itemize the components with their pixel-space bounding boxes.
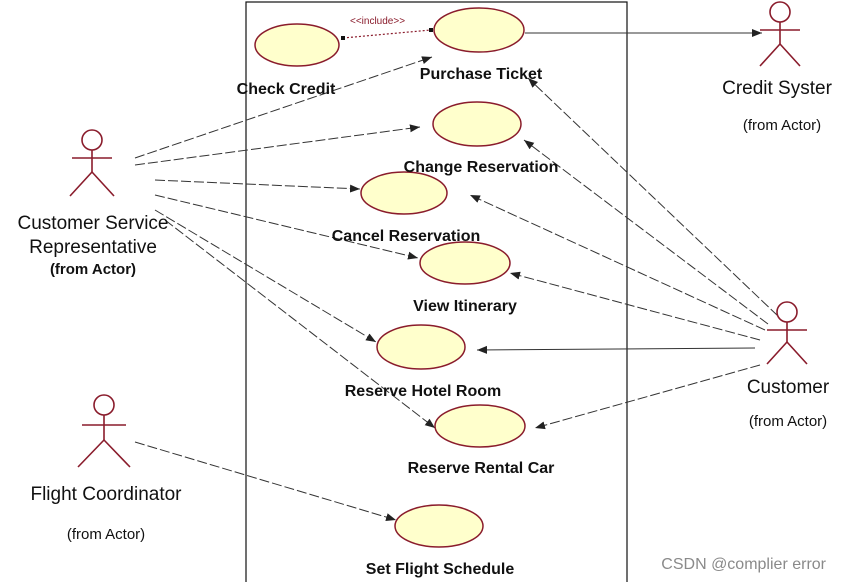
actor-label-credit-system: Credit Syster — [722, 78, 832, 99]
watermark: CSDN @complier error — [661, 556, 826, 573]
actor-label-customer: Customer — [747, 377, 830, 398]
label-set-flight-schedule: Set Flight Schedule — [366, 561, 515, 578]
label-view-itinerary: View Itinerary — [413, 298, 517, 315]
actor-head — [776, 301, 798, 323]
actor-label-csr-line2: Representative — [29, 237, 157, 258]
assoc-fc-set-flight-schedule — [134, 441, 397, 521]
assoc-csr-reserve-car — [164, 219, 436, 429]
actor-label-csr-line1: Customer Service — [18, 213, 169, 234]
association-lines — [134, 29, 779, 521]
label-reserve-rental-car: Reserve Rental Car — [408, 460, 555, 477]
use-case-labels: Check Credit Purchase Ticket Change Rese… — [237, 66, 559, 578]
include-dependency — [341, 28, 433, 40]
use-case-view-itinerary[interactable] — [419, 241, 511, 285]
actor-label-csr-from: (from Actor) — [50, 261, 136, 278]
use-case-reserve-rental-car[interactable] — [434, 404, 526, 448]
label-reserve-hotel-room: Reserve Hotel Room — [345, 383, 502, 400]
actor-label-flight-coordinator: Flight Coordinator — [30, 484, 182, 505]
use-case-check-credit[interactable] — [254, 23, 340, 67]
use-case-cancel-reservation[interactable] — [360, 171, 448, 215]
label-check-credit: Check Credit — [237, 81, 336, 98]
actor-label-credit-system-from: (from Actor) — [743, 117, 821, 134]
use-case-change-reservation[interactable] — [432, 101, 522, 147]
assoc-csr-cancel-reservation — [154, 179, 361, 193]
actor-head — [769, 1, 791, 23]
use-case-set-flight-schedule[interactable] — [394, 504, 484, 548]
system-boundary — [245, 1, 628, 582]
actor-label-flight-coordinator-from: (from Actor) — [67, 526, 145, 543]
actor-credit-system[interactable] — [759, 1, 801, 67]
actor-customer[interactable] — [766, 301, 808, 365]
assoc-customer-purchase-ticket — [527, 77, 779, 317]
actor-customer-service-rep[interactable] — [69, 129, 115, 197]
assoc-customer-change-reservation — [523, 139, 769, 325]
assoc-csr-reserve-hotel — [154, 209, 377, 343]
assoc-customer-cancel-reservation — [469, 194, 766, 331]
use-case-purchase-ticket[interactable] — [433, 7, 525, 53]
assoc-customer-reserve-car — [534, 364, 761, 430]
label-purchase-ticket: Purchase Ticket — [420, 66, 543, 83]
actor-head — [81, 129, 103, 151]
actor-head — [93, 394, 115, 416]
assoc-csr-change-reservation — [134, 124, 421, 166]
use-cases — [254, 7, 526, 548]
assoc-csr-purchase-ticket — [134, 56, 433, 159]
assoc-csr-view-itinerary — [154, 194, 419, 260]
label-change-reservation: Change Reservation — [404, 159, 559, 176]
include-stereotype: <<include>> — [350, 16, 405, 27]
actor-label-customer-from: (from Actor) — [749, 413, 827, 430]
use-case-reserve-hotel-room[interactable] — [376, 324, 466, 370]
assoc-customer-view-itinerary — [509, 271, 761, 341]
assoc-customer-reserve-hotel — [476, 345, 756, 354]
actor-flight-coordinator[interactable] — [77, 394, 131, 468]
label-cancel-reservation: Cancel Reservation — [332, 228, 481, 245]
